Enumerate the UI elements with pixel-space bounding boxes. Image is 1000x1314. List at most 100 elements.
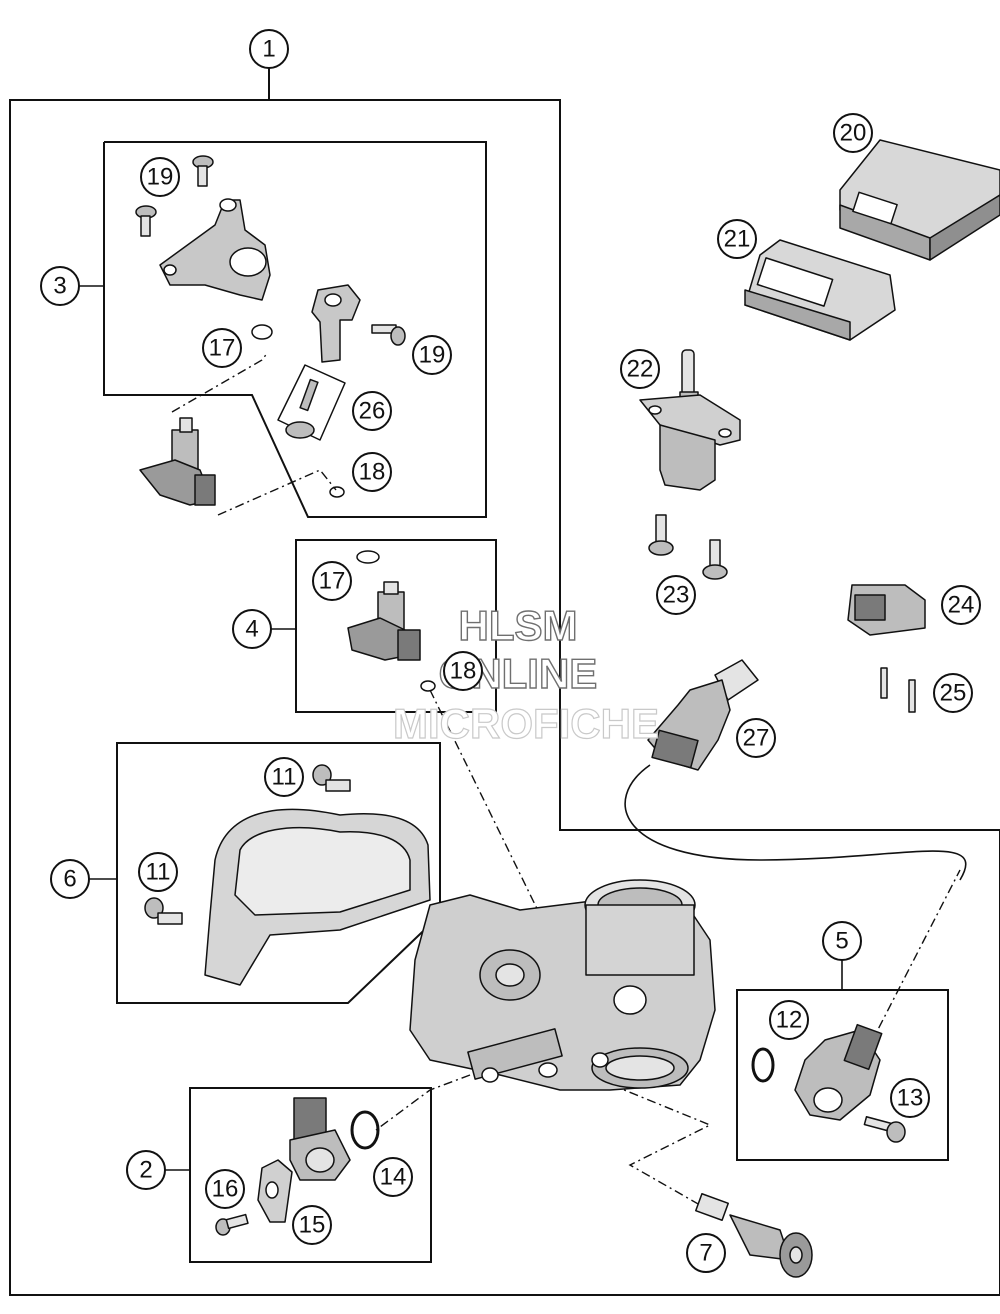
svg-text:17: 17 bbox=[209, 335, 236, 362]
callouts: 1 3 19 17 19 26 18 4 17 18 20 21 22 23 2… bbox=[40, 29, 981, 1273]
svg-text:15: 15 bbox=[299, 1212, 326, 1239]
group-4-outline bbox=[295, 539, 497, 713]
callout-18-lower: 18 bbox=[443, 651, 483, 691]
svg-text:25: 25 bbox=[940, 680, 967, 707]
svg-text:18: 18 bbox=[450, 658, 477, 685]
callout-26: 26 bbox=[352, 391, 392, 431]
parts bbox=[135, 139, 1000, 1278]
svg-text:27: 27 bbox=[743, 725, 770, 752]
ecu-21 bbox=[744, 239, 896, 341]
o-ring-12 bbox=[751, 1047, 775, 1083]
screw-13 bbox=[863, 1116, 906, 1143]
svg-text:2: 2 bbox=[139, 1157, 152, 1184]
injector-holder bbox=[159, 198, 271, 301]
group-2-outline bbox=[189, 1087, 432, 1263]
callout-25: 25 bbox=[933, 673, 973, 713]
sensor-27 bbox=[647, 659, 759, 771]
callout-5: 5 bbox=[822, 921, 862, 961]
callout-17-lower: 17 bbox=[312, 561, 352, 601]
ecu-20 bbox=[839, 139, 1000, 261]
callout-20: 20 bbox=[833, 113, 873, 153]
callout-11-lower: 11 bbox=[138, 852, 178, 892]
fuel-injector-4 bbox=[347, 581, 421, 661]
screw-11-lower bbox=[144, 897, 183, 925]
callout-2: 2 bbox=[126, 1150, 166, 1190]
svg-text:12: 12 bbox=[776, 1007, 803, 1034]
watermark-line-3: MICROFICHE bbox=[393, 700, 659, 747]
throttle-body bbox=[409, 879, 716, 1091]
screws-23 bbox=[648, 514, 728, 580]
watermark: HLSM ONLINE MICROFICHE bbox=[392, 601, 659, 747]
callout-15: 15 bbox=[292, 1205, 332, 1245]
svg-text:24: 24 bbox=[948, 592, 975, 619]
callout-14: 14 bbox=[373, 1157, 413, 1197]
callout-13: 13 bbox=[890, 1078, 930, 1118]
svg-text:26: 26 bbox=[359, 398, 386, 425]
svg-text:16: 16 bbox=[212, 1176, 239, 1203]
o-ring-17-upper bbox=[251, 324, 273, 340]
svg-text:21: 21 bbox=[724, 226, 751, 253]
fuel-line-connector bbox=[311, 284, 361, 363]
svg-text:17: 17 bbox=[319, 568, 346, 595]
callout-16: 16 bbox=[205, 1169, 245, 1209]
dashed-assembly-lines bbox=[171, 351, 961, 1206]
svg-text:19: 19 bbox=[419, 342, 446, 369]
svg-text:3: 3 bbox=[53, 273, 66, 300]
leader-lines bbox=[78, 285, 843, 1171]
svg-text:5: 5 bbox=[835, 928, 848, 955]
callout-23: 23 bbox=[656, 575, 696, 615]
svg-text:11: 11 bbox=[272, 764, 297, 791]
callout-3: 3 bbox=[40, 266, 80, 306]
svg-text:18: 18 bbox=[359, 459, 386, 486]
callout-17-upper: 17 bbox=[202, 328, 242, 368]
sensor-5 bbox=[794, 1023, 883, 1121]
svg-text:1: 1 bbox=[262, 36, 275, 63]
watermark-line-1: HLSM bbox=[459, 602, 578, 649]
o-ring-17-lower bbox=[356, 550, 380, 564]
group-6-outline bbox=[116, 742, 441, 1004]
screws-25 bbox=[880, 667, 916, 713]
group-outlines bbox=[9, 68, 1000, 1296]
svg-text:13: 13 bbox=[897, 1085, 924, 1112]
callout-12: 12 bbox=[769, 1000, 809, 1040]
svg-text:6: 6 bbox=[63, 866, 76, 893]
callout-18-upper: 18 bbox=[352, 452, 392, 492]
filter-26 bbox=[277, 364, 346, 441]
bracket-15 bbox=[257, 1159, 293, 1223]
callout-19-right: 19 bbox=[412, 335, 452, 375]
callout-27: 27 bbox=[736, 718, 776, 758]
callout-7: 7 bbox=[686, 1233, 726, 1273]
callout-22: 22 bbox=[620, 349, 660, 389]
svg-text:22: 22 bbox=[627, 356, 654, 383]
group-3-outline bbox=[103, 141, 487, 518]
screw-11-upper bbox=[312, 764, 351, 792]
svg-text:4: 4 bbox=[245, 616, 258, 643]
callout-11-upper: 11 bbox=[264, 757, 304, 797]
callout-24: 24 bbox=[941, 585, 981, 625]
assembly-1-outline bbox=[9, 99, 1000, 1296]
callout-6: 6 bbox=[50, 859, 90, 899]
callout-21: 21 bbox=[717, 219, 757, 259]
svg-text:23: 23 bbox=[663, 582, 690, 609]
svg-text:11: 11 bbox=[146, 859, 171, 886]
screw-19-top bbox=[135, 155, 214, 237]
sensor-2 bbox=[289, 1097, 351, 1181]
callout-4: 4 bbox=[232, 609, 272, 649]
screw-19-right bbox=[371, 324, 406, 346]
sensor-22 bbox=[639, 349, 741, 491]
o-ring-18-upper bbox=[329, 486, 345, 498]
svg-text:20: 20 bbox=[840, 120, 867, 147]
cover-6 bbox=[204, 808, 431, 986]
o-ring-18-lower bbox=[420, 680, 436, 692]
valve-7 bbox=[695, 1193, 813, 1278]
callout-19-top: 19 bbox=[140, 157, 180, 197]
fuel-injector-upper bbox=[139, 417, 216, 506]
screw-16 bbox=[215, 1213, 249, 1236]
svg-text:7: 7 bbox=[699, 1240, 712, 1267]
svg-text:19: 19 bbox=[147, 164, 174, 191]
sensor-24 bbox=[847, 584, 926, 636]
callout-1: 1 bbox=[249, 29, 289, 69]
o-ring-14 bbox=[350, 1110, 380, 1150]
sensor-cable bbox=[624, 764, 967, 881]
